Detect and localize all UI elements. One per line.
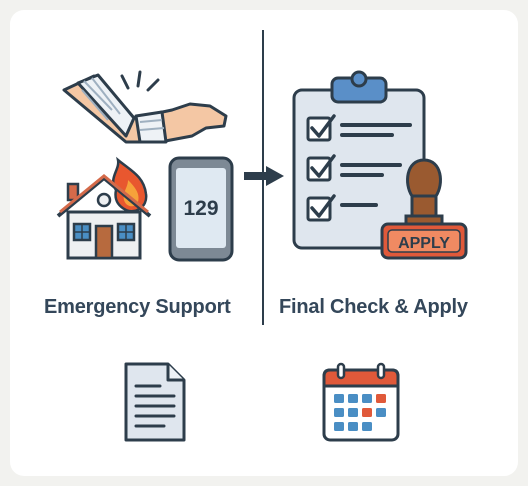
apply-stamp-icon: APPLY xyxy=(380,158,468,260)
panel-divider xyxy=(262,30,264,325)
arrow-right-icon xyxy=(244,166,284,186)
document-icon xyxy=(124,362,186,442)
house-fire-icon xyxy=(56,156,152,260)
stamp-label: APPLY xyxy=(398,235,450,252)
calendar-icon xyxy=(322,362,400,442)
injured-arm-icon xyxy=(62,70,228,144)
emergency-support-caption: Emergency Support xyxy=(44,296,231,318)
final-check-caption: Final Check & Apply xyxy=(279,296,468,318)
phone-icon: 129 xyxy=(168,156,234,262)
phone-number: 129 xyxy=(183,197,218,220)
